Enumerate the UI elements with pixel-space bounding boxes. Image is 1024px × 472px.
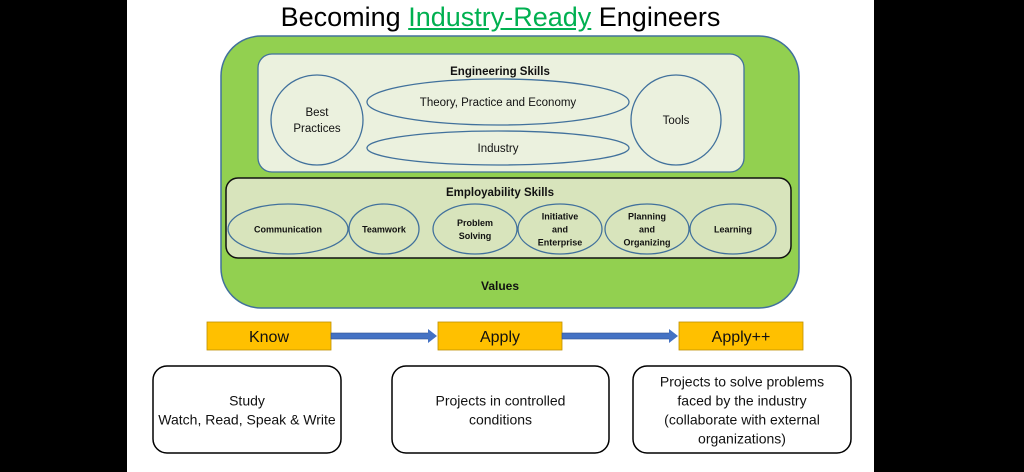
employability-skill-ellipse [227, 203, 349, 255]
diagram-title: Becoming Industry-Ready Engineers [127, 2, 874, 33]
stage-description-box [632, 365, 852, 454]
stage-description-line: organizations) [698, 431, 786, 447]
employability-skill-ellipse [604, 203, 690, 255]
employability-skill-label: and [552, 225, 568, 235]
flow-arrow [561, 332, 671, 340]
employability-skill-node: Communication [227, 203, 349, 255]
stage-description-line: Projects in controlled [436, 393, 566, 409]
employability-skills-box [225, 177, 792, 259]
employability-skill-label: and [639, 225, 655, 235]
stage-label: Apply++ [712, 329, 771, 346]
flow-arrowhead [669, 329, 678, 343]
employability-skill-label: Solving [459, 231, 492, 241]
stage-description-line: Study [229, 393, 265, 409]
stage-description-line: faced by the industry [677, 393, 806, 409]
stage-label-box [206, 321, 332, 351]
flow-arrow [330, 332, 430, 340]
employability-skill-label: Enterprise [538, 238, 583, 248]
title-prefix: Becoming [280, 2, 409, 32]
employability-skill-ellipse [432, 203, 518, 255]
stage-label-box [437, 321, 563, 351]
best-practices-node: Best Practices [270, 74, 364, 166]
values-label: Values [481, 279, 519, 293]
employability-skill-label: Initiative [542, 212, 579, 222]
industry-node: Industry [366, 130, 630, 166]
employability-skills-heading: Employability Skills [446, 187, 554, 199]
stage-description-line: Watch, Read, Speak & Write [158, 412, 336, 428]
stage-label-box [678, 321, 804, 351]
tools-label: Tools [663, 115, 690, 127]
employability-skill-node: Teamwork [348, 203, 420, 255]
employability-skill-label: Problem [457, 218, 493, 228]
employability-skill-label: Communication [254, 225, 322, 235]
title-suffix: Engineers [591, 2, 721, 32]
best-practices-line1: Best [305, 107, 329, 119]
employability-skill-node: Learning [689, 203, 777, 255]
employability-skill-ellipse [348, 203, 420, 255]
stage-description-line: Projects to solve problems [660, 374, 824, 390]
industry-label: Industry [478, 143, 519, 155]
stage-description-box [391, 365, 610, 454]
theory-node: Theory, Practice and Economy [366, 78, 630, 126]
tools-node: Tools [630, 74, 722, 166]
stage-label: Know [249, 329, 289, 346]
flow-arrowhead [428, 329, 437, 343]
employability-skill-label: Learning [714, 225, 752, 235]
theory-label: Theory, Practice and Economy [420, 97, 577, 109]
stage-3: Apply++ Projects to solve problems faced b… [632, 321, 852, 454]
employability-skill-ellipse [689, 203, 777, 255]
best-practices-line2: Practices [293, 123, 341, 135]
engineering-skills-heading: Engineering Skills [450, 66, 550, 78]
stage-description-line: (collaborate with external [664, 412, 820, 428]
employability-skill-label: Organizing [624, 238, 671, 248]
stage-description-box [152, 365, 342, 454]
stage-label: Apply [480, 329, 520, 346]
title-highlight: Industry-Ready [408, 2, 592, 32]
employability-skill-ellipse [517, 203, 603, 255]
stage-description-line: conditions [469, 412, 532, 428]
employability-skill-label: Planning [628, 212, 666, 222]
employability-skill-label: Teamwork [362, 225, 407, 235]
